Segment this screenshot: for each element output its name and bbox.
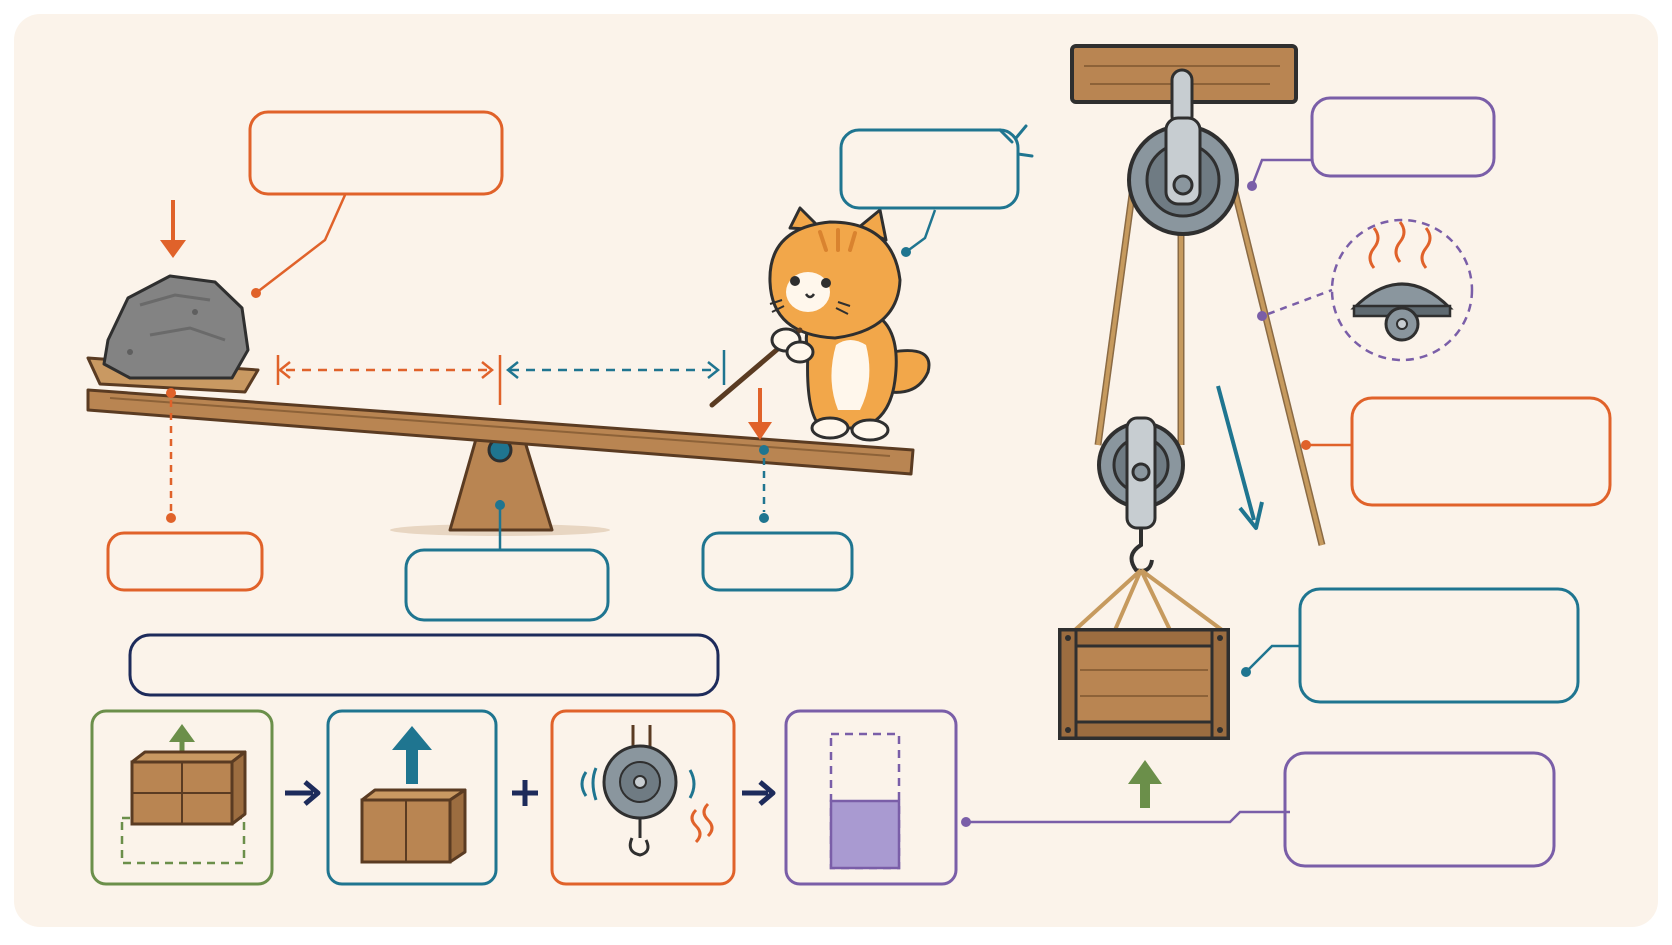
label-load-crate	[1298, 587, 1580, 704]
label-rock-effort	[248, 110, 504, 196]
flow-step-total-work	[326, 709, 498, 886]
label-load-arm	[106, 531, 264, 592]
rock	[102, 274, 250, 380]
label-summary-bar	[128, 633, 720, 697]
efficiency-gauge-fill	[829, 799, 901, 870]
label-efficiency	[1283, 751, 1556, 868]
label-rope-friction	[1350, 396, 1612, 507]
flow-step-useful-work	[90, 709, 274, 886]
movable-pulley	[1097, 416, 1185, 573]
label-cat-note	[839, 128, 1020, 210]
flow-step-losses	[550, 709, 736, 886]
flow-operator-plus	[512, 780, 538, 806]
label-effort-arm	[701, 531, 854, 592]
pulley-friction-icon	[580, 725, 714, 857]
load-crate	[1058, 628, 1230, 740]
label-fixed-pulley	[1310, 96, 1496, 178]
cat	[709, 206, 931, 442]
flow-step-efficiency	[784, 709, 958, 886]
crate-icon	[360, 788, 467, 864]
pull-direction-arrow	[1216, 385, 1256, 521]
fixed-pulley	[1127, 116, 1239, 236]
load-arm-dimension	[276, 355, 502, 405]
crate-icon	[130, 750, 247, 826]
lever-illustration	[86, 124, 1034, 550]
background-panel	[14, 14, 1658, 927]
flow-operator-arrow-2	[742, 780, 776, 806]
friction-inset	[1330, 218, 1474, 362]
flow-operator-arrow-1	[285, 780, 321, 806]
label-fulcrum	[404, 548, 610, 622]
heat-icon	[1368, 227, 1380, 269]
hook	[1129, 528, 1154, 573]
pulley-illustration	[1058, 44, 1474, 808]
effort-arm-dimension	[505, 350, 726, 385]
